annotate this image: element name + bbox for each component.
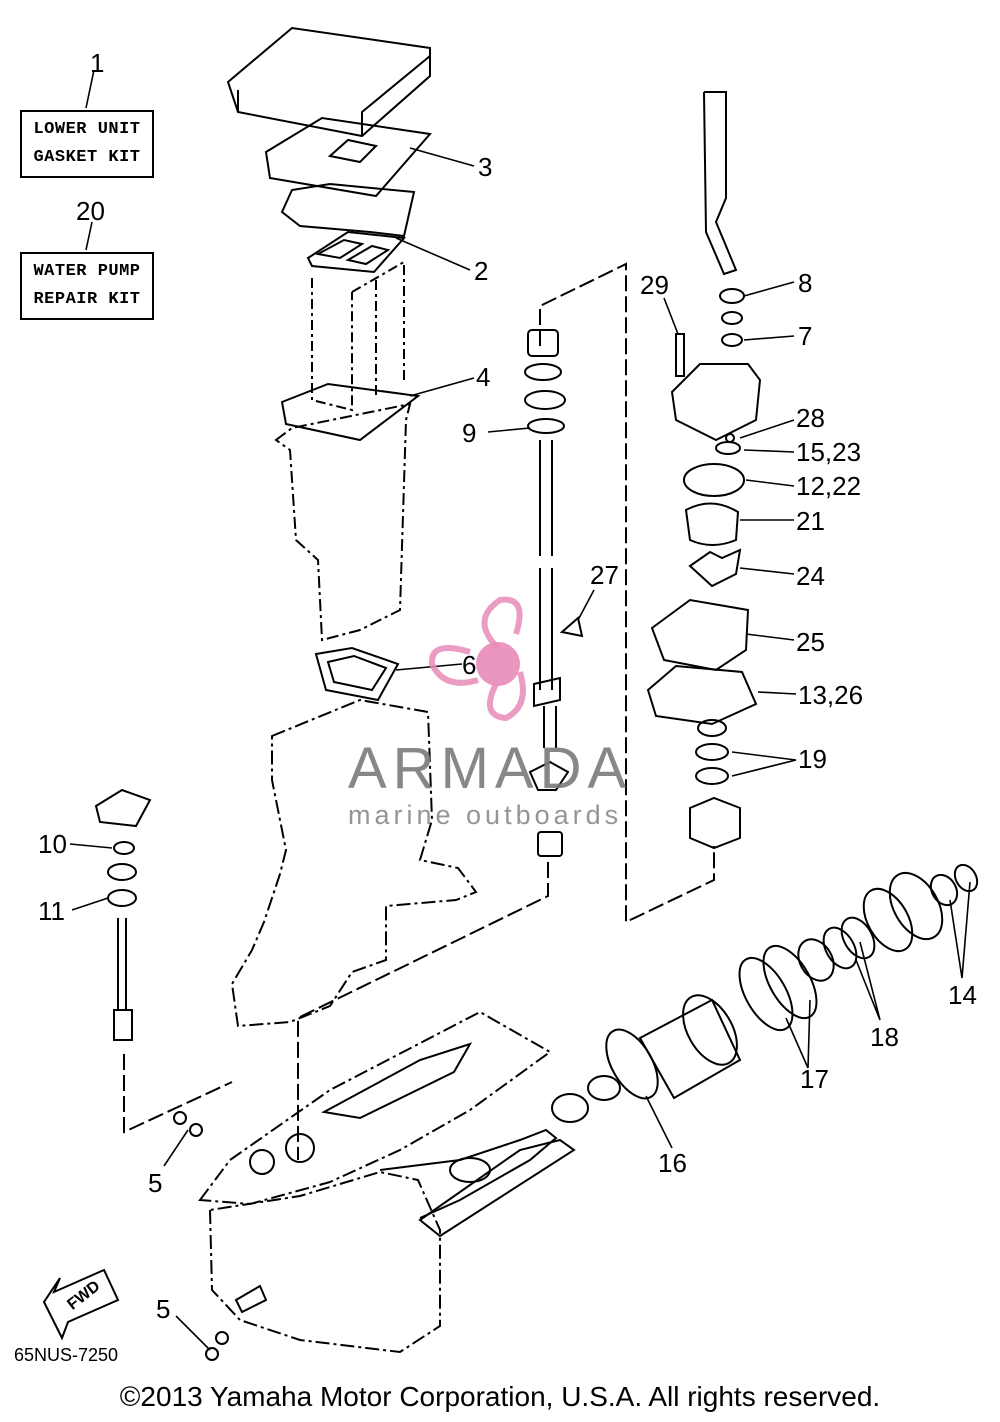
callout-20: 20 [76,196,105,226]
fwd-arrow-icon [42,1268,120,1341]
callout-25: 25 [796,627,825,657]
callout-15-23: 15,23 [796,437,862,467]
callout-1: 1 [90,48,105,78]
callout-12-22: 12,22 [796,471,862,501]
armada-logo-icon [428,596,526,722]
kit-line-1: LOWER UNIT [33,120,141,139]
callout-27: 27 [590,560,619,590]
callout-5-lower: 5 [156,1294,171,1324]
kit-line-2: REPAIR KIT [33,290,141,309]
lower-unit-gasket-kit-label: LOWER UNIT GASKET KIT [20,110,154,178]
watermark-brand: ARMADA [348,736,633,801]
copyright-notice: ©2013 Yamaha Motor Corporation, U.S.A. A… [119,1381,881,1412]
callout-7: 7 [798,321,813,351]
shift-rod-assembly [94,788,233,1134]
callout-13-26: 13,26 [798,680,864,710]
propeller-shaft-assembly [418,863,979,1238]
water-pump-assembly [646,91,762,850]
callout-10: 10 [38,829,67,859]
callout-21: 21 [796,506,825,536]
kit-line-2: GASKET KIT [33,148,141,167]
callout-8: 8 [798,268,813,298]
callout-14: 14 [948,980,977,1010]
leader-lines [69,69,971,1351]
lower-unit-housing [198,698,558,1354]
callout-16: 16 [658,1148,687,1178]
callout-28: 28 [796,403,825,433]
armada-logo-hub [476,642,520,686]
drive-shaft-assembly [297,262,715,1160]
callout-6: 6 [462,650,477,680]
callout-3: 3 [478,152,493,182]
water-pump-repair-kit-label: WATER PUMP REPAIR KIT [20,252,154,320]
callout-11: 11 [38,896,65,926]
callout-5-upper: 5 [148,1168,163,1198]
callout-18: 18 [870,1022,899,1052]
callout-29: 29 [640,270,669,300]
diagram-code: 65NUS-7250 [14,1345,119,1365]
upper-casing-assembly [226,26,432,702]
callout-9: 9 [462,418,477,448]
callout-17: 17 [800,1064,829,1094]
callout-19: 19 [798,744,827,774]
callout-24: 24 [796,561,825,591]
callout-2: 2 [474,256,489,286]
watermark-tagline: marine outboards [348,800,623,830]
callout-4: 4 [476,362,491,392]
bolt-parts [173,433,735,1361]
kit-line-1: WATER PUMP [33,262,141,281]
